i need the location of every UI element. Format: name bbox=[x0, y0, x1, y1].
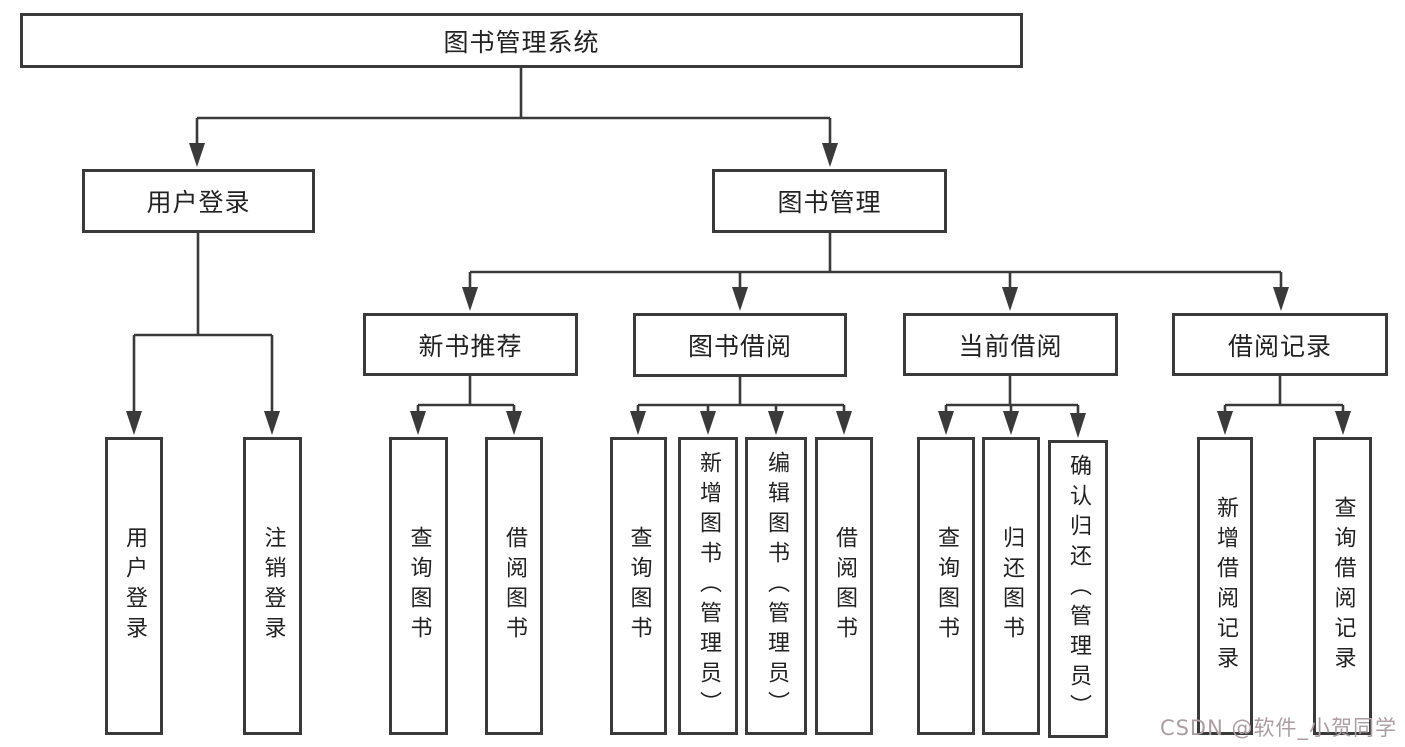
node-add-borrow-record: 新增借阅记录 bbox=[1197, 437, 1253, 735]
node-user-login: 用户登录 bbox=[82, 169, 315, 233]
connector-book-management-to-level3 bbox=[462, 233, 1289, 311]
arrowhead-icon bbox=[732, 287, 748, 311]
arrowhead-icon bbox=[1335, 411, 1351, 435]
node-query-borrow-record: 查询借阅记录 bbox=[1313, 437, 1372, 735]
arrowhead-icon bbox=[1002, 287, 1018, 311]
node-label: 用户登录 bbox=[122, 526, 147, 646]
arrowhead-icon bbox=[822, 143, 838, 167]
node-label: 确认归还（管理员） bbox=[1066, 454, 1091, 724]
node-borrow-books-recommend: 借阅图书 bbox=[485, 437, 543, 735]
node-confirm-return-admin: 确认归还（管理员） bbox=[1048, 440, 1108, 738]
arrowhead-icon bbox=[410, 411, 426, 435]
arrowhead-icon bbox=[1273, 287, 1289, 311]
node-label: 新增图书（管理员） bbox=[696, 451, 721, 721]
arrowhead-icon bbox=[938, 411, 954, 435]
arrowhead-icon bbox=[700, 411, 716, 435]
connector-root-to-level2 bbox=[189, 68, 838, 167]
node-label: 借阅图书 bbox=[832, 526, 857, 646]
node-label: 新增借阅记录 bbox=[1213, 496, 1238, 676]
arrowhead-icon bbox=[768, 411, 784, 435]
node-borrowing-records: 借阅记录 bbox=[1172, 313, 1388, 376]
node-return-books: 归还图书 bbox=[982, 437, 1040, 735]
node-label: 归还图书 bbox=[999, 526, 1024, 646]
arrowhead-icon bbox=[1070, 413, 1086, 438]
node-query-books-current: 查询图书 bbox=[917, 437, 975, 735]
node-add-books-admin: 新增图书（管理员） bbox=[678, 437, 738, 735]
node-current-borrowing: 当前借阅 bbox=[903, 313, 1118, 376]
connector-book-borrowing-to-children bbox=[630, 375, 852, 435]
arrowhead-icon bbox=[630, 411, 646, 435]
node-library-management-system: 图书管理系统 bbox=[20, 13, 1023, 68]
connector-current-borrowing-to-children bbox=[938, 375, 1086, 438]
arrowhead-icon bbox=[264, 411, 280, 435]
arrowhead-icon bbox=[836, 411, 852, 435]
node-borrow-books: 借阅图书 bbox=[815, 437, 873, 735]
connector-new-book-recommendation-to-children bbox=[410, 375, 522, 435]
csdn-watermark: CSDN @软件_小贺同学 bbox=[1159, 716, 1397, 740]
node-edit-books-admin: 编辑图书（管理员） bbox=[745, 437, 807, 735]
connector-borrowing-records-to-children bbox=[1217, 375, 1351, 435]
node-book-management: 图书管理 bbox=[712, 169, 947, 233]
node-label: 查询图书 bbox=[406, 526, 432, 646]
node-label: 注销登录 bbox=[260, 526, 286, 646]
node-label: 查询图书 bbox=[626, 526, 652, 646]
node-query-books-recommend: 查询图书 bbox=[389, 437, 448, 735]
node-book-borrowing: 图书借阅 bbox=[633, 313, 847, 377]
arrowhead-icon bbox=[189, 143, 205, 167]
arrowhead-icon bbox=[462, 287, 478, 311]
arrowhead-icon bbox=[1003, 411, 1019, 435]
node-label: 查询图书 bbox=[934, 526, 959, 646]
node-new-book-recommendation: 新书推荐 bbox=[363, 313, 578, 376]
arrowhead-icon bbox=[1217, 411, 1233, 435]
node-query-books-borrow: 查询图书 bbox=[610, 437, 667, 735]
node-logout: 注销登录 bbox=[243, 437, 302, 735]
connector-user-login-to-children bbox=[126, 233, 280, 435]
node-label: 查询借阅记录 bbox=[1330, 496, 1356, 676]
arrowhead-icon bbox=[126, 411, 142, 435]
node-label: 编辑图书（管理员） bbox=[764, 451, 789, 721]
node-user-login-action: 用户登录 bbox=[105, 437, 163, 735]
node-label: 借阅图书 bbox=[502, 526, 527, 646]
arrowhead-icon bbox=[506, 411, 522, 435]
